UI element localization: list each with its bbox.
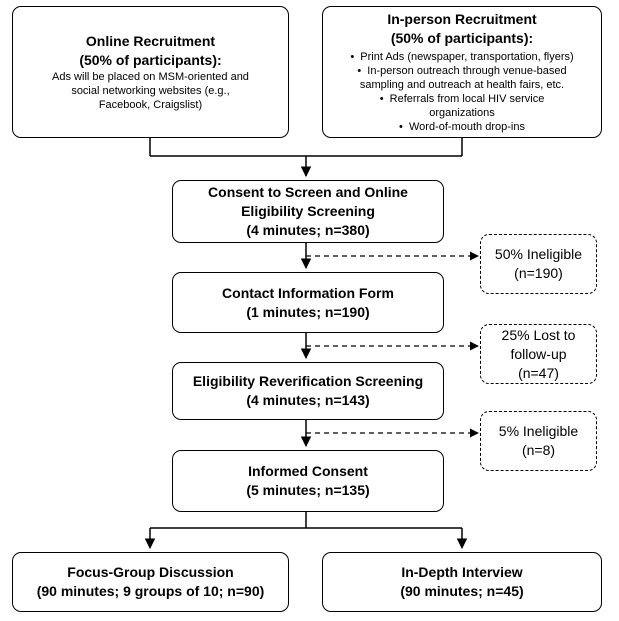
informed-consent-line1: Informed Consent	[248, 463, 368, 479]
lost-followup-line1: 25% Lost to	[501, 326, 576, 343]
focus-group-line2: (90 minutes; 9 groups of 10; n=90)	[36, 583, 265, 599]
list-item: Print Ads (newspaper, transportation, fl…	[329, 50, 595, 64]
interview-line1: In-Depth Interview	[401, 564, 523, 580]
ineligible-1-box: 50% Ineligible (n=190)	[480, 234, 597, 294]
inperson-recruitment-list: Print Ads (newspaper, transportation, fl…	[329, 50, 595, 134]
ineligible-1-line2: (n=190)	[514, 265, 563, 281]
consent-screen-line2: Eligibility Screening	[241, 203, 375, 219]
contact-form-line1: Contact Information Form	[222, 284, 394, 301]
list-item: In-person outreach through venue-based s…	[329, 64, 595, 92]
reverification-line2: (4 minutes; n=143)	[246, 392, 370, 408]
focus-group-box: Focus-Group Discussion (90 minutes; 9 gr…	[12, 552, 289, 612]
ineligible-2-line2: (n=8)	[521, 442, 556, 458]
interview-box: In-Depth Interview (90 minutes; n=45)	[322, 552, 602, 612]
online-recruitment-title: Online Recruitment	[85, 33, 216, 49]
ineligible-2-box: 5% Ineligible (n=8)	[480, 411, 597, 471]
focus-group-line1: Focus-Group Discussion	[67, 564, 234, 580]
lost-followup-line2: follow-up	[510, 345, 567, 362]
interview-line2: (90 minutes; n=45)	[400, 583, 524, 599]
informed-consent-box: Informed Consent (5 minutes; n=135)	[172, 450, 444, 512]
ineligible-1-line1: 50% Ineligible	[494, 246, 583, 262]
online-recruitment-share: (50% of participants):	[79, 52, 222, 68]
online-recruitment-desc: Ads will be placed on MSM-oriented and s…	[52, 71, 249, 111]
online-recruitment-box: Online Recruitment (50% of participants)…	[12, 6, 289, 138]
list-item: Word-of-mouth drop-ins	[329, 120, 595, 134]
inperson-recruitment-box: In-person Recruitment (50% of participan…	[322, 6, 602, 138]
list-item: Referrals from local HIV service organiz…	[329, 92, 595, 120]
contact-form-box: Contact Information Form (1 minutes; n=1…	[172, 272, 444, 333]
informed-consent-line2: (5 minutes; n=135)	[246, 482, 370, 498]
consent-screen-line3: (4 minutes; n=380)	[246, 222, 370, 238]
lost-followup-line3: (n=47)	[518, 364, 559, 381]
lost-followup-box: 25% Lost to follow-up (n=47)	[480, 324, 597, 384]
consent-screen-box: Consent to Screen and Online Eligibility…	[172, 180, 444, 243]
inperson-recruitment-share: (50% of participants):	[390, 30, 534, 46]
reverification-line1: Eligibility Reverification Screening	[192, 373, 424, 389]
consent-screen-line1: Consent to Screen and Online	[208, 184, 408, 200]
ineligible-2-line1: 5% Ineligible	[498, 423, 579, 439]
contact-form-line2: (1 minutes; n=190)	[246, 303, 370, 320]
reverification-box: Eligibility Reverification Screening (4 …	[172, 362, 444, 420]
inperson-recruitment-title: In-person Recruitment	[387, 11, 537, 27]
